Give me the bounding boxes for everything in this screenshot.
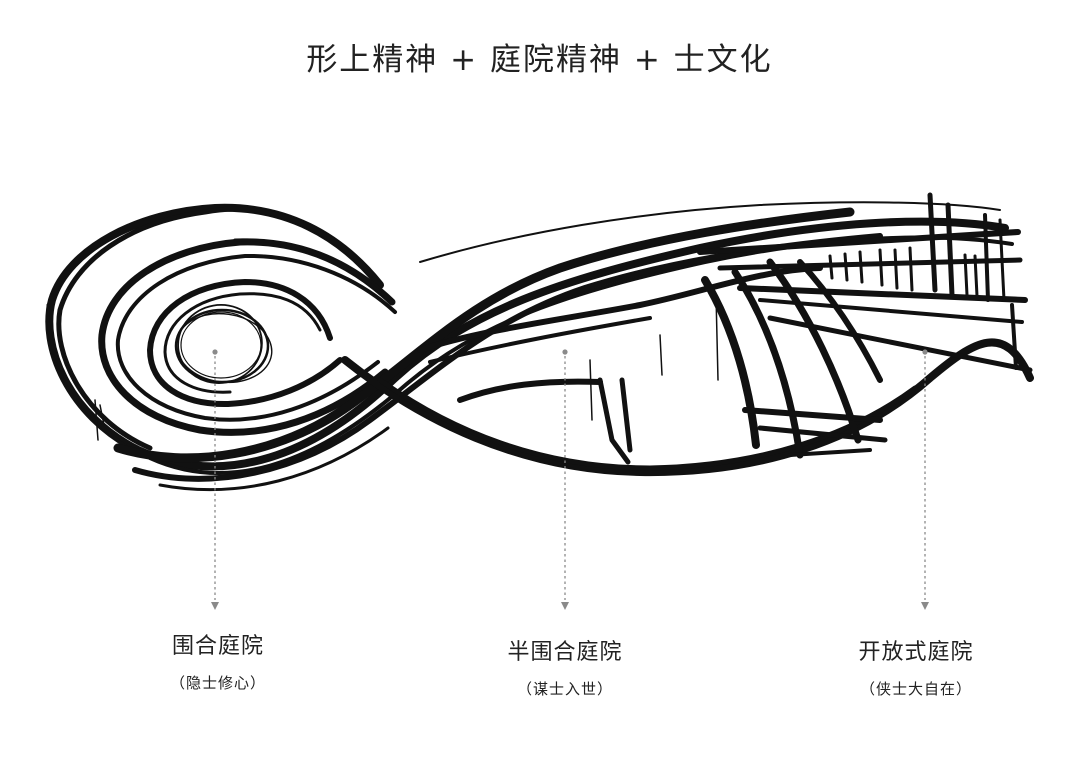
zone-subtitle: （谋士入世） xyxy=(516,680,613,698)
right-structure-strokes xyxy=(589,192,1033,459)
middle-loop-strokes xyxy=(98,238,397,436)
zone-label-enclosed: 围合庭院 （隐士修心） xyxy=(118,628,318,693)
zone-label-open: 开放式庭院 （侠士大自在） xyxy=(816,634,1016,699)
leader-open xyxy=(921,349,929,610)
core-circle-strokes xyxy=(174,304,273,384)
zone-subtitle: （侠士大自在） xyxy=(859,680,972,698)
diagram-title: 形上精神 + 庭院精神 + 士文化 xyxy=(306,42,773,78)
zone-subtitle: （隐士修心） xyxy=(169,674,266,692)
leader-lines xyxy=(211,349,929,610)
zone-name: 开放式庭院 xyxy=(858,640,974,665)
right-lens-strokes xyxy=(341,265,1034,477)
sketch-accents xyxy=(94,201,1001,441)
inner-ring-strokes xyxy=(147,279,343,408)
leader-enclosed xyxy=(211,349,219,610)
zone-label-semi-enclosed: 半围合庭院 （谋士入世） xyxy=(465,634,665,699)
leader-semi-enclosed xyxy=(561,349,569,610)
crossing-ribbon-strokes xyxy=(113,207,883,492)
zone-name: 半围合庭院 xyxy=(507,640,623,665)
zone-name: 围合庭院 xyxy=(171,634,264,659)
